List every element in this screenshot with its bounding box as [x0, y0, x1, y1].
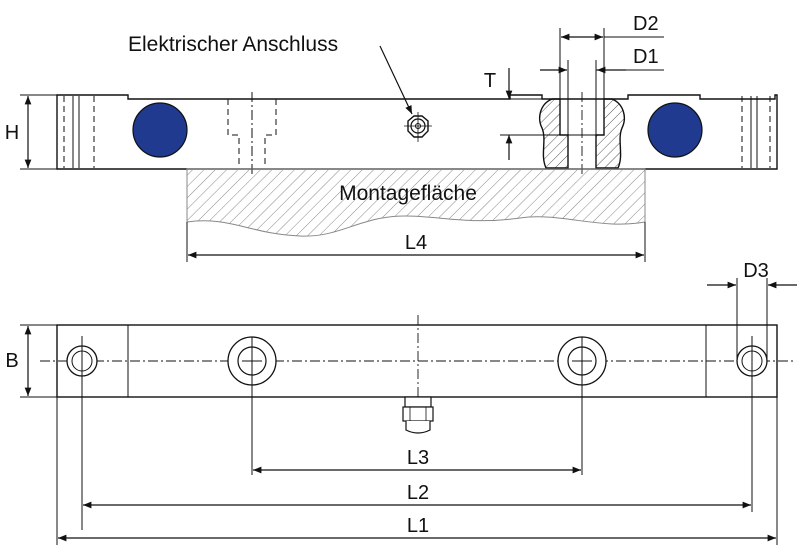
h-label: H [5, 122, 19, 144]
electrical-connector-icon [404, 112, 432, 142]
hidden-bore [227, 99, 277, 168]
d2-label: D2 [633, 13, 659, 35]
l2-label: L2 [407, 482, 429, 504]
end-hole-right [736, 336, 768, 512]
l4-label: L4 [405, 232, 427, 254]
load-point-left [132, 102, 188, 158]
side-view: Montagefläche H T D2 D1 Elektrischer Ans… [5, 13, 778, 262]
connector-plug-icon [402, 396, 434, 434]
mounting-surface-label: Montagefläche [339, 182, 477, 205]
plan-view-body [56, 324, 778, 398]
l1-label: L1 [407, 515, 429, 537]
connector-leader [379, 45, 413, 115]
section-cut [539, 92, 625, 175]
d1-label: D1 [633, 46, 659, 68]
mounting-hole-right [557, 336, 607, 475]
l3-label: L3 [407, 447, 429, 469]
load-point-right [647, 102, 703, 158]
plan-view: B D3 L3 L2 L1 [5, 260, 797, 545]
end-hole-left [66, 336, 98, 530]
b-label: B [5, 350, 18, 372]
connector-label: Elektrischer Anschluss [128, 33, 338, 56]
mounting-hole-left [227, 336, 277, 475]
d3-label: D3 [743, 260, 769, 282]
t-label: T [484, 70, 496, 92]
mounting-surface [186, 168, 646, 237]
